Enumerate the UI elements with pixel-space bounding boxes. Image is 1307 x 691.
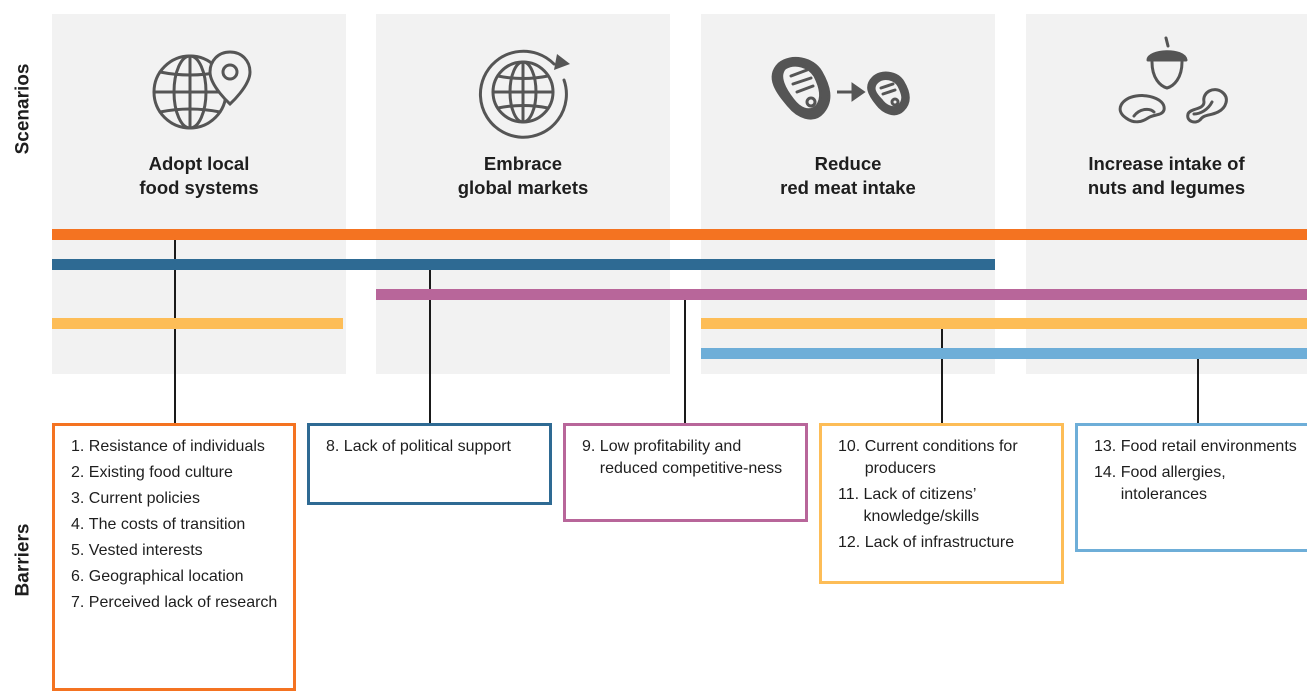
connector-line-yellow bbox=[941, 324, 943, 424]
barriers-label: Barriers bbox=[6, 440, 40, 680]
barrier-item: 1. Resistance of individuals bbox=[71, 438, 265, 455]
barrier-box-dark-blue: 8. Lack of political support bbox=[307, 423, 552, 505]
steak-to-small-steak-icon bbox=[701, 34, 995, 144]
scenarios-label: Scenarios bbox=[6, 14, 40, 204]
globe-location-pin-icon bbox=[52, 34, 346, 144]
barrier-item: 3. Current policies bbox=[71, 490, 200, 507]
connector-line-orange bbox=[174, 236, 176, 424]
barriers-label-text: Barriers bbox=[12, 523, 34, 597]
scenario-title: Increase intake of nuts and legumes bbox=[1026, 152, 1307, 200]
scenario-title-line1: Increase intake of bbox=[1088, 153, 1245, 174]
scenario-title-line2: nuts and legumes bbox=[1087, 177, 1246, 198]
barrier-item: 11. Lack of citizens’ knowledge/skills bbox=[838, 486, 980, 525]
barrier-item: 7. Perceived lack of research bbox=[71, 594, 278, 611]
barrier-item: 9. Low profitability and reduced competi… bbox=[582, 438, 783, 477]
connector-line-light-blue bbox=[1197, 354, 1199, 424]
barrier-list: 13. Food retail environments 14. Food al… bbox=[1078, 426, 1307, 506]
barrier-box-orange: 1. Resistance of individuals 2. Existing… bbox=[52, 423, 296, 691]
scenario-title-line2: food systems bbox=[139, 177, 259, 198]
globe-circular-arrow-icon bbox=[376, 34, 670, 144]
scenario-panel-local-food: Adopt local food systems bbox=[52, 14, 346, 374]
connector-line-dark-blue bbox=[429, 264, 431, 424]
barrier-item: 13. Food retail environments bbox=[1094, 438, 1297, 455]
barrier-item: 2. Existing food culture bbox=[71, 464, 233, 481]
barrier-item: 5. Vested interests bbox=[71, 542, 203, 559]
scenario-title: Reduce red meat intake bbox=[701, 152, 995, 200]
scenario-title-line1: Adopt local bbox=[148, 153, 250, 174]
barrier-bar-yellow-diet bbox=[701, 318, 1307, 329]
barrier-bar-light-blue bbox=[701, 348, 1307, 359]
barrier-list: 9. Low profitability and reduced competi… bbox=[566, 426, 805, 480]
barrier-list: 1. Resistance of individuals 2. Existing… bbox=[55, 426, 293, 614]
barrier-item: 4. The costs of transition bbox=[71, 516, 246, 533]
scenario-panel-global-markets: Embrace global markets bbox=[376, 14, 670, 374]
scenario-title-line2: global markets bbox=[457, 177, 589, 198]
barrier-box-mauve: 9. Low profitability and reduced competi… bbox=[563, 423, 808, 522]
scenario-panel-nuts-legumes: Increase intake of nuts and legumes bbox=[1026, 14, 1307, 374]
scenarios-label-text: Scenarios bbox=[12, 63, 34, 155]
scenario-title-line2: red meat intake bbox=[780, 177, 916, 198]
barrier-bar-yellow-local bbox=[52, 318, 343, 329]
scenario-panel-red-meat: Reduce red meat intake bbox=[701, 14, 995, 374]
barrier-box-light-blue: 13. Food retail environments 14. Food al… bbox=[1075, 423, 1307, 552]
barrier-bar-mauve bbox=[376, 289, 1307, 300]
barrier-item: 8. Lack of political support bbox=[326, 438, 511, 455]
barrier-bar-dark-blue bbox=[52, 259, 995, 270]
connector-line-mauve bbox=[684, 294, 686, 424]
acorn-and-beans-icon bbox=[1026, 34, 1307, 144]
scenario-title-line1: Reduce bbox=[814, 153, 882, 174]
barrier-item: 12. Lack of infrastructure bbox=[838, 534, 1015, 551]
barrier-item: 10. Current conditions for producers bbox=[838, 438, 1018, 477]
barrier-box-yellow: 10. Current conditions for producers 11.… bbox=[819, 423, 1064, 584]
barrier-item: 14. Food allergies, intolerances bbox=[1094, 464, 1226, 503]
barrier-list: 8. Lack of political support bbox=[310, 426, 549, 458]
barrier-bar-orange bbox=[52, 229, 1307, 240]
barrier-item: 6. Geographical location bbox=[71, 568, 244, 585]
barrier-list: 10. Current conditions for producers 11.… bbox=[822, 426, 1061, 554]
scenario-title: Embrace global markets bbox=[376, 152, 670, 200]
scenario-title: Adopt local food systems bbox=[52, 152, 346, 200]
scenario-title-line1: Embrace bbox=[483, 153, 563, 174]
